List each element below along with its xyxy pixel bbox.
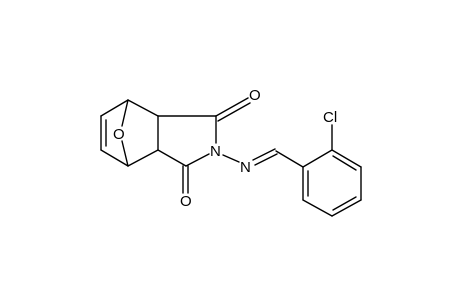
atom-label-cl: Cl	[323, 109, 337, 126]
bond-ch-ring	[275, 150, 304, 168]
bond-c4-c6	[127, 149, 159, 167]
bond-b2-b3	[331, 149, 362, 168]
bond-b1-b2	[302, 149, 333, 168]
atom-label-o-carbonyl-top: O	[249, 87, 261, 104]
bond-n-ch	[252, 148, 276, 161]
bond-c8-n	[185, 153, 210, 167]
bond-n-n	[222, 154, 240, 163]
bond-group-benzene	[302, 124, 362, 217]
bond-c1-obridge	[121, 99, 129, 127]
bond-c1-c2	[100, 99, 129, 117]
bond-c6-c8	[157, 149, 187, 167]
bond-b5-b6	[302, 199, 333, 217]
bond-c7-o-a	[215, 97, 249, 117]
atom-label-n-imine: N	[240, 159, 251, 176]
bond-b4-b5	[331, 199, 362, 217]
bond-b2-b3-double	[332, 155, 357, 171]
bond-c1-c5	[127, 99, 159, 117]
bond-group-bicycle	[100, 99, 159, 167]
bond-c7-o-b	[217, 102, 251, 122]
bond-c3-c4	[100, 149, 129, 167]
bond-obridge-c4	[121, 140, 129, 167]
bond-n-ch-double	[254, 153, 278, 166]
atom-label-o-bridge: O	[113, 126, 125, 143]
bond-group-imide	[157, 97, 251, 194]
bond-b4-b5-double	[332, 196, 357, 211]
atom-label-o-carbonyl-bottom: O	[180, 193, 192, 210]
atom-label-n-imide: N	[210, 143, 221, 160]
bond-group-linker	[222, 148, 304, 168]
atom-labels: O O O N N Cl	[113, 87, 337, 210]
